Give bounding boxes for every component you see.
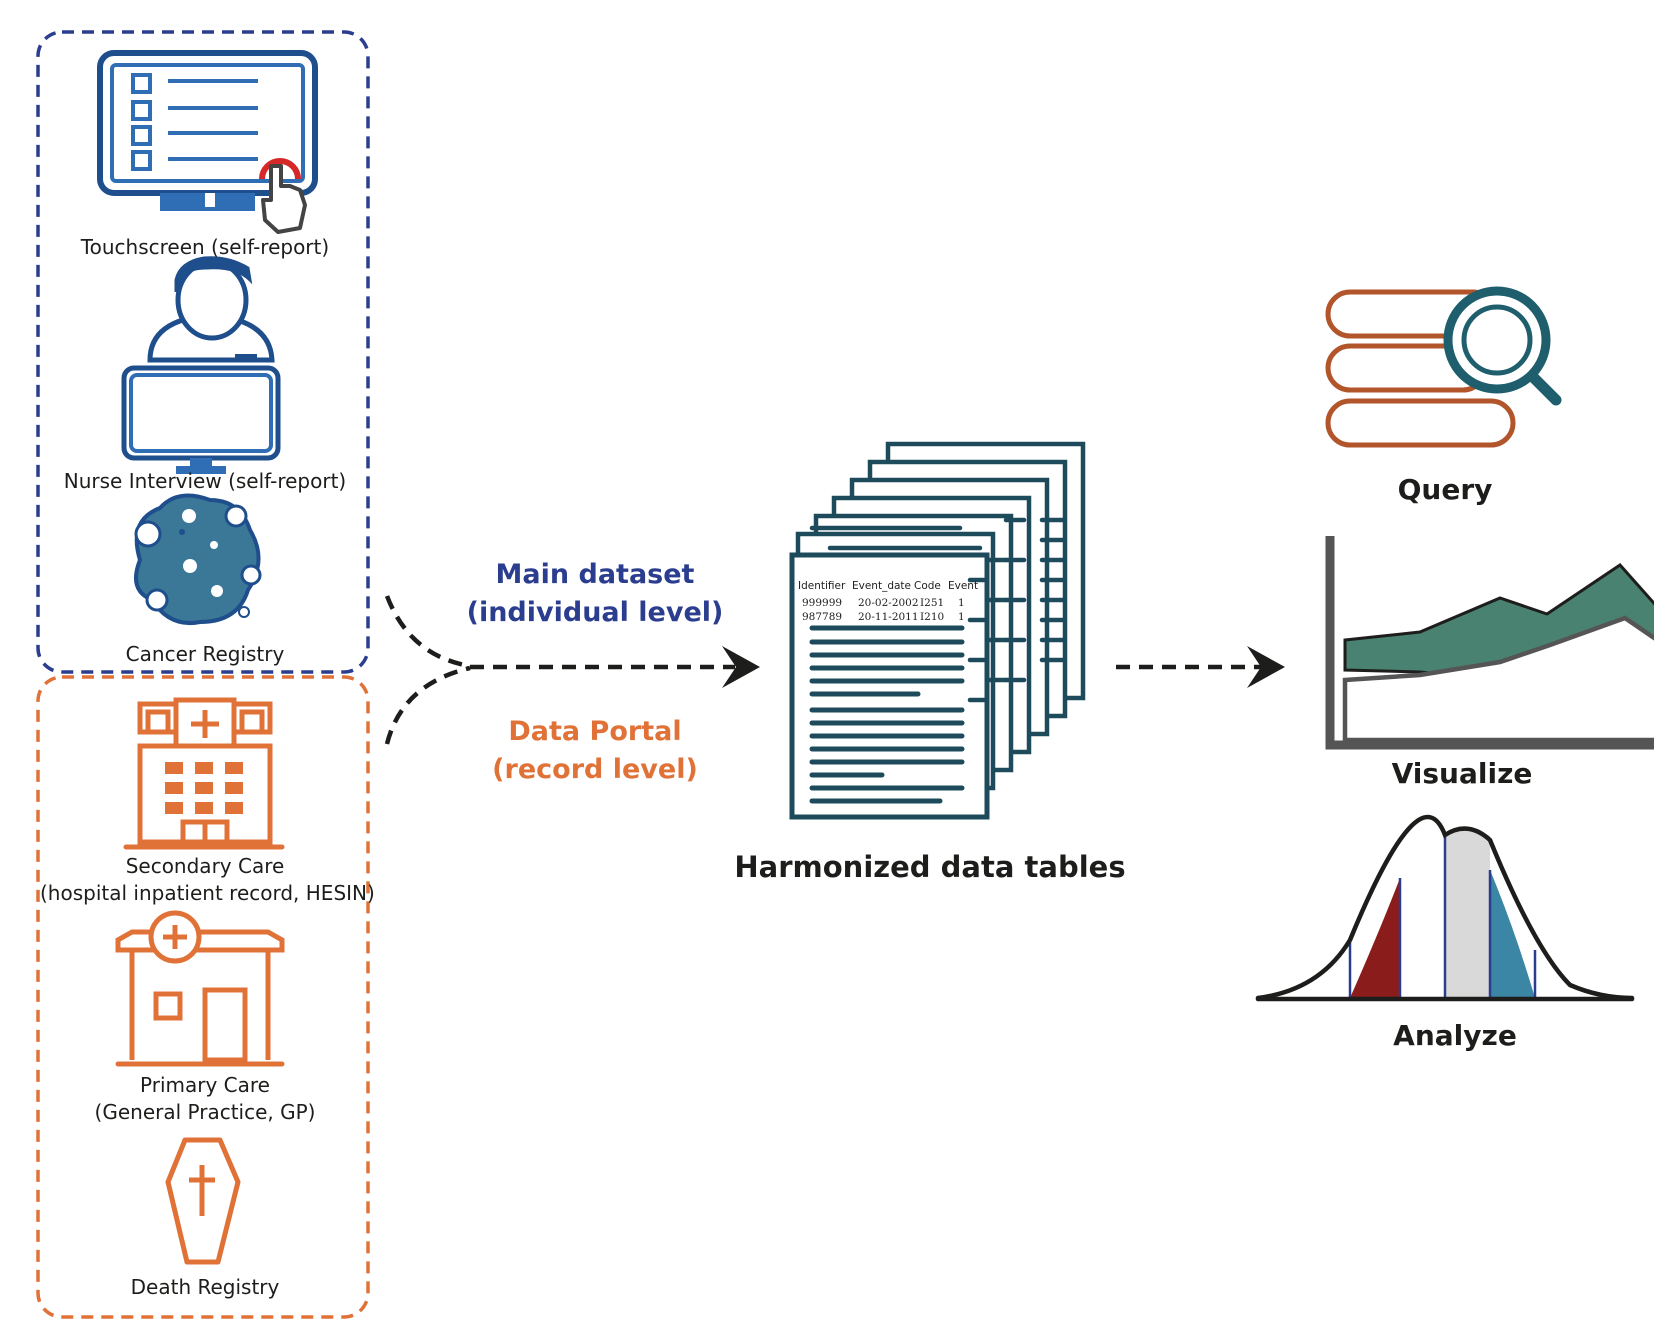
bell-curve-icon xyxy=(1255,814,1635,1002)
data-table-preview: Identifier Event_date Code Event 999999 … xyxy=(798,580,978,623)
clinic-icon xyxy=(115,910,285,1067)
main-dataset-line2: (individual level) xyxy=(466,597,724,628)
main-dataset-line1: Main dataset xyxy=(495,559,695,590)
table-cell: 1 xyxy=(958,611,965,623)
hospital-icon xyxy=(123,697,285,850)
table-cell: 20-02-2002 xyxy=(858,597,919,609)
nurse-at-computer-icon xyxy=(121,256,281,474)
primary-care-line1: Primary Care xyxy=(140,1073,270,1097)
harmonized-tables-label: Harmonized data tables xyxy=(734,850,1126,884)
arrowhead-to-tables xyxy=(722,646,760,688)
cancer-registry-label: Cancer Registry xyxy=(125,642,285,666)
table-cell: 1 xyxy=(958,597,965,609)
table-header-code: Code xyxy=(914,580,941,592)
area-chart-icon xyxy=(1325,536,1654,750)
secondary-care-line1: Secondary Care xyxy=(125,854,285,878)
touchscreen-label: Touchscreen (self-report) xyxy=(80,235,330,259)
secondary-care-label: Secondary Care (hospital inpatient recor… xyxy=(40,853,375,907)
health-records-group-box xyxy=(36,675,370,1319)
visualize-label: Visualize xyxy=(1391,757,1533,790)
main-dataset-label: Main dataset (individual level) xyxy=(450,556,740,632)
data-portal-label: Data Portal (record level) xyxy=(450,713,740,789)
nurse-interview-label: Nurse Interview (self-report) xyxy=(63,469,347,493)
self-report-group-box xyxy=(36,30,370,674)
data-portal-line2: (record level) xyxy=(492,754,698,785)
table-cell: I210 xyxy=(920,611,944,623)
secondary-care-line2: (hospital inpatient record, HESIN) xyxy=(40,881,375,905)
primary-care-label: Primary Care (General Practice, GP) xyxy=(60,1072,350,1126)
table-cell: 999999 xyxy=(802,597,842,609)
table-header-event-date: Event_date xyxy=(852,580,911,592)
query-label: Query xyxy=(1397,473,1493,506)
database-search-icon xyxy=(1325,286,1562,448)
table-header-event: Event xyxy=(948,580,978,592)
table-cell: I251 xyxy=(920,597,944,609)
merge-arrows xyxy=(384,595,1262,745)
primary-care-line2: (General Practice, GP) xyxy=(94,1100,316,1124)
table-header-identifier: Identifier xyxy=(798,580,846,592)
arrowhead-to-outputs xyxy=(1247,646,1285,688)
touchscreen-monitor-icon xyxy=(97,50,318,234)
table-cell: 20-11-2011 xyxy=(858,611,919,623)
table-cell: 987789 xyxy=(802,611,842,623)
stacked-documents-icon xyxy=(789,441,1086,820)
death-registry-label: Death Registry xyxy=(130,1275,280,1299)
coffin-icon xyxy=(165,1137,241,1265)
analyze-label: Analyze xyxy=(1393,1019,1517,1052)
data-portal-line1: Data Portal xyxy=(508,716,682,747)
cancer-cell-icon xyxy=(134,493,262,625)
